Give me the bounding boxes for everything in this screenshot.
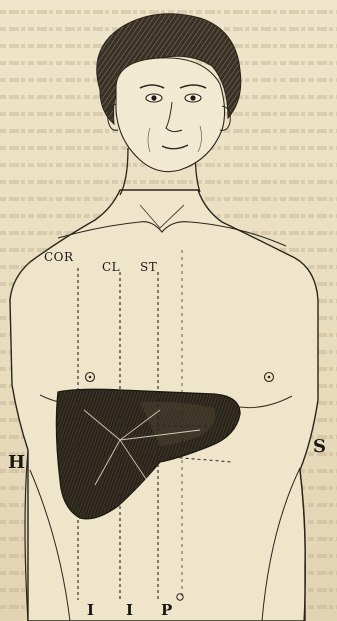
label-s: S <box>313 436 326 457</box>
label-p: P <box>161 601 172 619</box>
label-st: ST <box>140 260 157 274</box>
label-i-second: I <box>126 601 133 619</box>
label-cl: CL <box>102 260 120 274</box>
label-h: H <box>8 452 25 473</box>
label-i-first: I <box>87 601 94 619</box>
label-cor: COR <box>44 250 74 264</box>
